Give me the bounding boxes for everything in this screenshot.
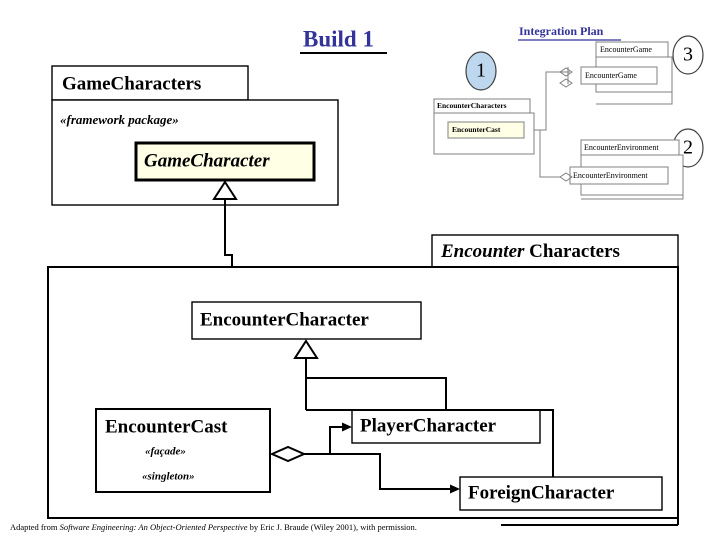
package-game-characters: GameCharacters «framework package» GameC… xyxy=(51,65,339,206)
package-tab-label-game-characters: GameCharacters xyxy=(62,73,201,94)
mini-package-label-encountergame: EncounterGame xyxy=(600,45,652,54)
footer-part-3: by Eric J. Braude (Wiley 2001), with per… xyxy=(247,522,416,532)
mini-class-label-encountergame: EncounterGame xyxy=(585,71,637,80)
step-3-number: 3 xyxy=(683,44,693,66)
mini-bracket-environment xyxy=(581,195,684,200)
footer-part-2-title: Software Engineering: An Object-Oriented… xyxy=(60,522,248,532)
step-2-number: 2 xyxy=(683,137,693,159)
mini-class-encountercast xyxy=(447,121,525,139)
package-tab-label-roman-part: Characters xyxy=(524,241,620,262)
generalization-subclasses-to-encountercharacter xyxy=(293,339,554,477)
aggregation-arrowhead-playercharacter xyxy=(342,422,352,432)
slide-title-group: Build 1 xyxy=(300,26,387,54)
class-box-playercharacter xyxy=(351,409,541,444)
aggregation-encountercast xyxy=(269,422,460,494)
integration-plan-title: Integration Plan xyxy=(519,24,604,38)
aggregation-arrowhead-foreigncharacter xyxy=(450,484,460,494)
stereotype-facade: «façade» xyxy=(145,446,186,458)
step-1-number: 1 xyxy=(476,60,486,82)
class-label-encountercharacter: EncounterCharacter xyxy=(200,309,369,330)
class-label-playercharacter: PlayerCharacter xyxy=(360,415,497,436)
class-box-encountercast xyxy=(95,408,271,493)
step-1-oval xyxy=(465,51,497,91)
generalization-branch-foreigncharacter xyxy=(306,409,554,477)
mini-diamond-environment xyxy=(559,172,573,182)
footer-part-1: Adapted from xyxy=(10,522,60,532)
class-box-foreigncharacter xyxy=(459,476,663,511)
page-title: Build 1 xyxy=(303,26,374,51)
aggregation-line-to-playercharacter xyxy=(329,426,344,454)
package-tab-label-italic-part: Encounter xyxy=(440,241,525,262)
aggregation-line-to-foreigncharacter xyxy=(304,453,452,490)
class-label-foreigncharacter: ForeignCharacter xyxy=(468,482,615,503)
footer-credit: Adapted from Software Engineering: An Ob… xyxy=(10,522,417,532)
mini-connector-to-environment xyxy=(539,130,560,178)
mini-class-encountergame xyxy=(580,66,658,85)
mini-package-label-encounterenvironment: EncounterEnvironment xyxy=(584,143,659,152)
mini-connector-to-game xyxy=(534,71,570,131)
stereotype-framework-package: «framework package» xyxy=(60,112,179,127)
mini-class-label-encountercast: EncounterCast xyxy=(452,125,501,134)
mini-class-label-encounterenvironment: EncounterEnvironment xyxy=(573,171,648,180)
mini-package-label-encountercharacters: EncounterCharacters xyxy=(437,101,507,110)
step-3-oval xyxy=(672,35,704,75)
mini-diamond-game-upper xyxy=(559,67,573,77)
stereotype-singleton: «singleton» xyxy=(142,471,195,483)
class-label-encountercast: EncounterCast xyxy=(105,416,228,437)
mini-bracket-game xyxy=(596,92,673,105)
class-box-encountercharacter xyxy=(191,301,422,340)
footer-group: Adapted from Software Engineering: An Ob… xyxy=(10,518,679,532)
package-tab-encounter-characters xyxy=(431,234,679,268)
mini-diamond-game-lower xyxy=(559,78,573,88)
class-box-gamecharacter xyxy=(134,141,316,182)
package-encounter-characters: Encounter Characters EncounterCharacter … xyxy=(47,234,679,519)
integration-plan-thumbnail: Integration Plan 1 3 2 EncounterCharacte… xyxy=(433,24,704,200)
package-tab-label-encounter-characters: Encounter Characters xyxy=(440,241,620,262)
generalization-branch-playercharacter xyxy=(306,377,447,410)
package-tab-game-characters xyxy=(51,65,249,101)
class-label-gamecharacter: GameCharacter xyxy=(144,150,270,171)
